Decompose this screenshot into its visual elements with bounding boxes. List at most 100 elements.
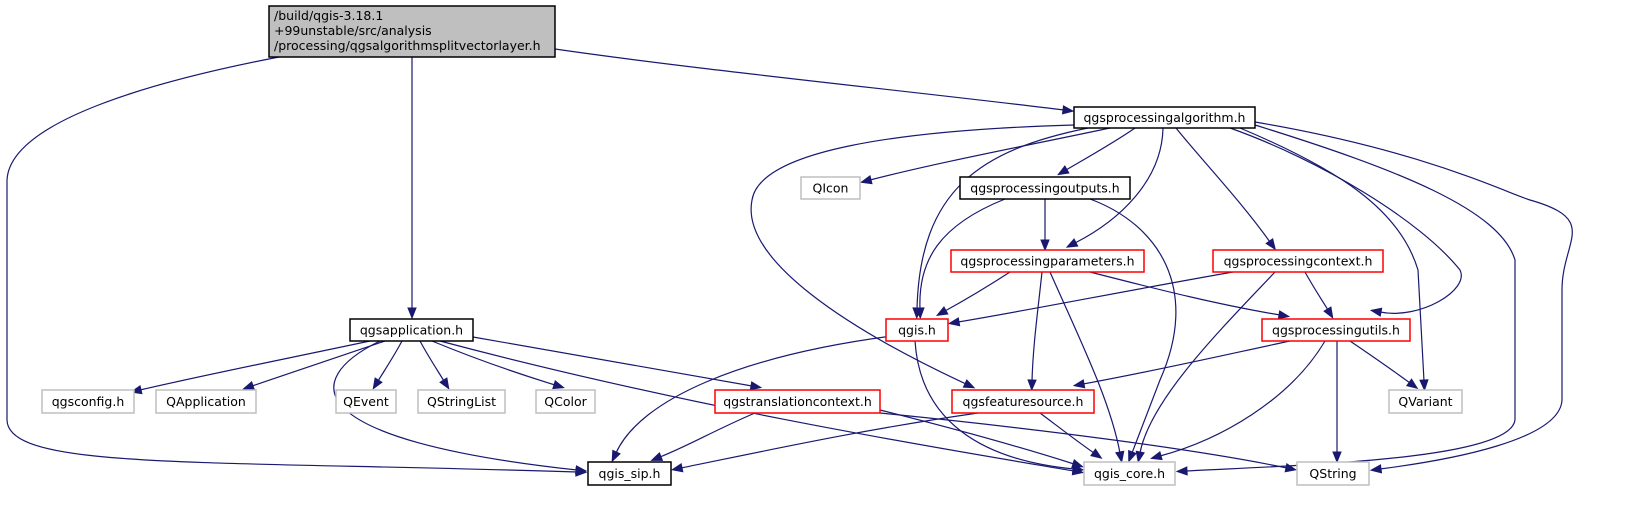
node-qgsconfig: qgsconfig.h bbox=[41, 389, 135, 414]
node-qgsprocessingoutputs[interactable]: qgsprocessingoutputs.h bbox=[959, 176, 1131, 200]
node-qgstranslationcontext[interactable]: qgstranslationcontext.h bbox=[714, 389, 881, 414]
edge-line bbox=[1229, 127, 1462, 314]
node-box bbox=[1083, 461, 1176, 486]
node-qapplication: QApplication bbox=[155, 389, 257, 414]
edge-qgsprocessingalgorithm-to-qgsfeaturesource bbox=[750, 124, 1075, 389]
node-qgis[interactable]: qgis.h bbox=[885, 318, 949, 342]
node-qgsprocessingcontext[interactable]: qgsprocessingcontext.h bbox=[1212, 249, 1384, 273]
node-box bbox=[587, 461, 672, 486]
node-label: qgis_core.h bbox=[1094, 466, 1165, 481]
edge-qgsprocessingutils-to-qvariant bbox=[1349, 340, 1419, 390]
node-qevent: QEvent bbox=[335, 389, 397, 414]
edge-qgsprocessingalgorithm-to-qgsprocessingparameters bbox=[1065, 127, 1164, 248]
node-box bbox=[41, 389, 135, 414]
edge-qgsprocessingcontext-to-qgis bbox=[947, 271, 1234, 327]
edge-arrowhead-qgsprocessingutils-qgsfeaturesource bbox=[1072, 379, 1086, 389]
edge-qgsprocessingalgorithm-to-qgis_core bbox=[1175, 124, 1516, 476]
edge-arrowhead-qgsprocessingalgorithm-qgsprocessingparameters bbox=[1065, 238, 1079, 248]
node-qgsprocessingparameters[interactable]: qgsprocessingparameters.h bbox=[950, 249, 1145, 273]
node-qgis_sip[interactable]: qgis_sip.h bbox=[587, 461, 672, 486]
edge-arrowhead-qgsprocessingalgorithm-qgsfeaturesource bbox=[962, 379, 976, 389]
edge-arrowhead-root-qgsprocessingalgorithm bbox=[1061, 105, 1075, 115]
edge-arrowhead-qgsprocessingalgorithm-qgis_core bbox=[1175, 466, 1188, 476]
node-root[interactable]: /build/qgis-3.18.1+99unstable/src/analys… bbox=[268, 5, 556, 58]
node-label: QEvent bbox=[343, 394, 389, 409]
edge-line bbox=[1349, 340, 1411, 384]
edge-qgsprocessingalgorithm-to-qgis bbox=[912, 127, 1089, 320]
edge-root-to-qgsapplication bbox=[407, 57, 417, 320]
edge-qgsapplication-to-qgis_core bbox=[439, 340, 1085, 476]
edge-arrowhead-qgsfeaturesource-qgis_core bbox=[1090, 448, 1103, 459]
edge-qgsprocessingalgorithm-to-qgsprocessingutils bbox=[1229, 127, 1462, 317]
node-box bbox=[1296, 461, 1370, 486]
node-qgsprocessingalgorithm[interactable]: qgsprocessingalgorithm.h bbox=[1073, 106, 1256, 129]
edge-line bbox=[1159, 340, 1326, 457]
node-label: qgis_sip.h bbox=[599, 466, 661, 481]
edge-line bbox=[1039, 412, 1095, 454]
node-qgsapplication[interactable]: qgsapplication.h bbox=[349, 318, 474, 342]
node-label: QColor bbox=[544, 394, 587, 409]
edge-arrowhead-qgsprocessingalgorithm-qgsprocessingutils bbox=[1369, 307, 1383, 317]
node-label: qgsprocessingalgorithm.h bbox=[1084, 110, 1246, 125]
edge-line bbox=[916, 127, 1089, 310]
node-label: QApplication bbox=[166, 394, 246, 409]
node-qstring: QString bbox=[1296, 461, 1370, 486]
edge-line bbox=[1254, 121, 1573, 470]
node-label: QString bbox=[1309, 466, 1356, 481]
node-label: qgsprocessingparameters.h bbox=[960, 254, 1134, 269]
edge-arrowhead-qgsprocessingalgorithm-qgsprocessingoutputs bbox=[1057, 165, 1070, 176]
edge-line bbox=[472, 336, 753, 387]
edge-arrowhead-root-qgsapplication bbox=[407, 307, 417, 320]
edge-line bbox=[659, 412, 756, 458]
edge-qgstranslationcontext-to-qstring bbox=[879, 412, 1298, 473]
node-box bbox=[535, 389, 596, 414]
node-label: qgstranslationcontext.h bbox=[723, 394, 872, 409]
node-label: qgsconfig.h bbox=[52, 394, 125, 409]
edge-arrowhead-qgstranslationcontext-qgis_sip bbox=[650, 452, 664, 461]
edge-qgsapplication-to-qevent bbox=[372, 340, 403, 390]
edge-arrowhead-qgsprocessingparameters-qgsprocessingutils bbox=[1277, 310, 1291, 320]
edge-qgsapplication-to-qapplication bbox=[242, 340, 386, 391]
edge-line bbox=[1082, 340, 1291, 385]
edge-arrowhead-qgsprocessingparameters-qgsfeaturesource bbox=[1027, 379, 1037, 392]
node-label: qgsprocessingoutputs.h bbox=[970, 181, 1119, 196]
edge-line bbox=[1185, 124, 1516, 472]
edge-qgsprocessingoutputs-to-qgis_core bbox=[1089, 198, 1177, 463]
node-qgsprocessingutils[interactable]: qgsprocessingutils.h bbox=[1261, 318, 1411, 342]
edge-arrowhead-qgsapplication-qevent bbox=[372, 377, 383, 390]
edge-qgsprocessingparameters-to-qgsprocessingutils bbox=[1089, 271, 1291, 320]
edge-line bbox=[1049, 271, 1121, 454]
edge-qgsprocessingutils-to-qgis_core bbox=[1150, 340, 1326, 461]
edge-line bbox=[750, 124, 1075, 385]
edge-arrowhead-qgsapplication-qstringlist bbox=[439, 377, 450, 390]
node-qicon: QIcon bbox=[800, 176, 861, 200]
edge-line bbox=[139, 340, 371, 391]
edge-line bbox=[680, 412, 979, 469]
node-label: +99unstable/src/analysis bbox=[274, 23, 432, 38]
edge-qgsprocessingalgorithm-to-qvariant bbox=[1239, 127, 1429, 392]
edge-qgsfeaturesource-to-qgis_sip bbox=[670, 412, 979, 473]
node-box bbox=[155, 389, 257, 414]
edge-line bbox=[1089, 271, 1281, 316]
edge-arrowhead-qgstranslationcontext-qgis_core bbox=[1071, 459, 1084, 469]
edge-line bbox=[919, 198, 1006, 310]
edge-qgsprocessingcontext-to-qgsprocessingutils bbox=[1304, 271, 1334, 319]
node-qgsfeaturesource[interactable]: qgsfeaturesource.h bbox=[951, 389, 1095, 414]
edge-arrowhead-qgsfeaturesource-qgis_sip bbox=[670, 463, 684, 473]
node-box bbox=[800, 176, 861, 200]
node-box bbox=[714, 389, 881, 414]
edge-qgsprocessingparameters-to-qgsfeaturesource bbox=[1027, 271, 1043, 392]
edge-qgsprocessingcontext-to-qgis_core bbox=[1135, 271, 1276, 464]
node-label: qgsprocessingutils.h bbox=[1272, 323, 1400, 338]
node-qcolor: QColor bbox=[535, 389, 596, 414]
node-box bbox=[417, 389, 506, 414]
edge-arrowhead-qgsprocessingparameters-qgis_core bbox=[1115, 450, 1125, 464]
edge-arrowhead-qgis-qgis_sip bbox=[611, 449, 621, 463]
node-box bbox=[959, 176, 1131, 200]
node-qgis_core: qgis_core.h bbox=[1083, 461, 1176, 486]
node-label: QStringList bbox=[427, 394, 496, 409]
edge-arrowhead-qgsapplication-qgis_core bbox=[1071, 466, 1085, 476]
node-label: qgsprocessingcontext.h bbox=[1224, 254, 1373, 269]
edge-line bbox=[419, 340, 445, 382]
edge-arrowhead-qgsapplication-qgstranslationcontext bbox=[749, 381, 763, 391]
